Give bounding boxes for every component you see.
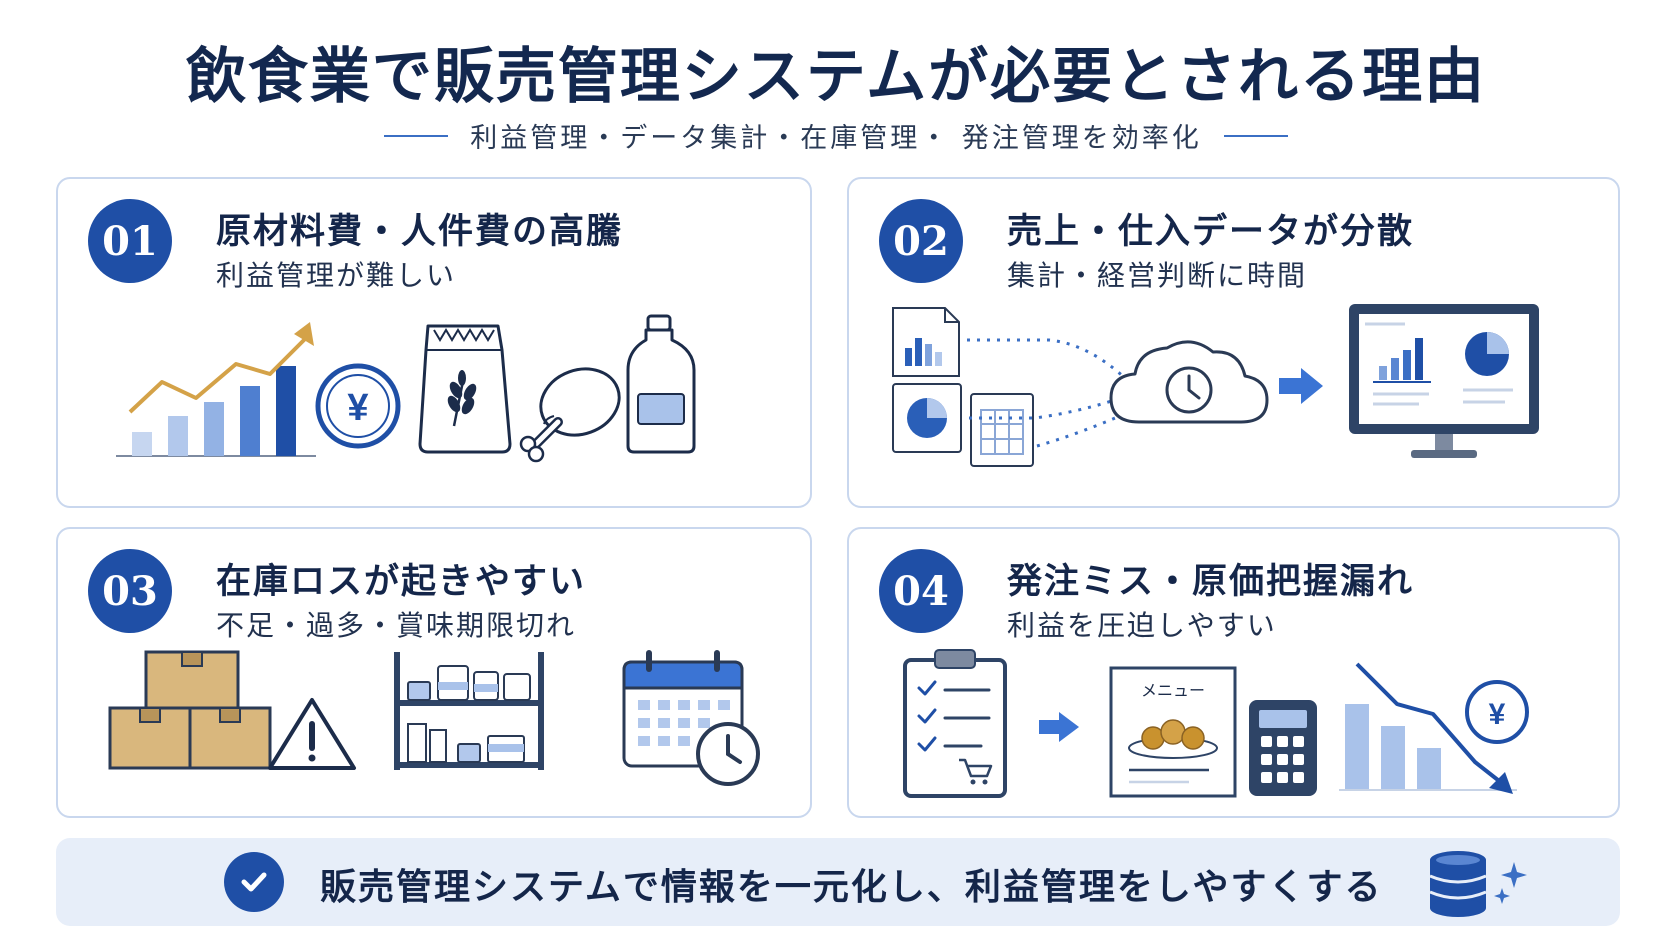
rising-chart-icon	[116, 322, 316, 457]
card-4-illustration: メニュー ¥	[903, 649, 1529, 798]
number-badge: 04	[879, 549, 963, 633]
card-heading: 発注ミス・原価把握漏れ	[1007, 562, 1415, 602]
grain-bag-icon	[418, 324, 512, 454]
divider-left	[384, 134, 449, 137]
spreadsheet-icon	[970, 393, 1034, 467]
yen-symbol: ¥	[1489, 698, 1506, 731]
sparkle-icon	[1494, 862, 1527, 904]
warning-icon	[268, 698, 356, 770]
number-badge: 02	[879, 199, 963, 283]
arrow-right-icon	[1279, 368, 1323, 404]
shelf-icon	[394, 652, 544, 770]
menu-label: メニュー	[1141, 681, 1205, 700]
subtitle-row: 利益管理・データ集計・在庫管理・ 発注管理を効率化	[0, 116, 1672, 155]
card-subheading: 利益管理が難しい	[216, 259, 457, 292]
card-heading: 在庫ロスが起きやすい	[216, 562, 587, 602]
report-doc-icon	[892, 307, 960, 377]
card-subheading: 集計・経営判断に時間	[1007, 259, 1308, 292]
number-badge: 03	[88, 549, 172, 633]
menu-card-icon: メニュー	[1109, 666, 1237, 798]
calculator-icon	[1249, 700, 1317, 796]
cloud-clock-icon	[1109, 340, 1269, 424]
yen-coin-icon: ¥	[1465, 680, 1529, 744]
card-heading: 売上・仕入データが分散	[1007, 212, 1415, 252]
page-subtitle: 利益管理・データ集計・在庫管理・ 発注管理を効率化	[470, 123, 1202, 154]
falling-chart-icon	[1339, 662, 1517, 794]
conclusion-text: 販売管理システムで情報を一元化し、利益管理をしやすくする	[320, 867, 1383, 908]
chicken-leg-icon	[519, 367, 621, 463]
card-subheading: 不足・過多・賞味期限切れ	[216, 609, 577, 642]
reason-card-2: 02 売上・仕入データが分散 集計・経営判断に時間	[847, 177, 1620, 508]
cardboard-boxes-icon	[108, 650, 272, 770]
conclusion-banner: 販売管理システムで情報を一元化し、利益管理をしやすくする	[56, 838, 1620, 926]
card-subheading: 利益を圧迫しやすい	[1007, 609, 1277, 642]
bottle-icon	[626, 314, 696, 454]
reason-card-3: 03 在庫ロスが起きやすい 不足・過多・賞味期限切れ	[56, 527, 812, 818]
card-heading: 原材料費・人件費の高騰	[216, 212, 624, 252]
reason-card-1: 01 原材料費・人件費の高騰 利益管理が難しい ¥	[56, 177, 812, 508]
reason-card-4: 04 発注ミス・原価把握漏れ 利益を圧迫しやすい メニュー	[847, 527, 1620, 818]
check-icon	[224, 852, 284, 912]
arrow-right-icon	[1039, 712, 1079, 742]
card-1-illustration: ¥	[116, 314, 696, 463]
divider-right	[1223, 134, 1288, 137]
page-title: 飲食業で販売管理システムが必要とされる理由	[185, 42, 1487, 112]
yen-symbol: ¥	[347, 387, 368, 429]
calendar-clock-icon	[622, 650, 760, 786]
pie-doc-icon	[892, 383, 962, 453]
clipboard-checklist-icon	[903, 649, 1007, 798]
monitor-dashboard-icon	[1349, 304, 1539, 458]
card-2-illustration	[892, 304, 1539, 467]
number-badge: 01	[88, 199, 172, 283]
yen-coin-icon: ¥	[315, 363, 401, 449]
card-3-illustration	[108, 650, 760, 786]
database-icon	[1429, 851, 1527, 917]
